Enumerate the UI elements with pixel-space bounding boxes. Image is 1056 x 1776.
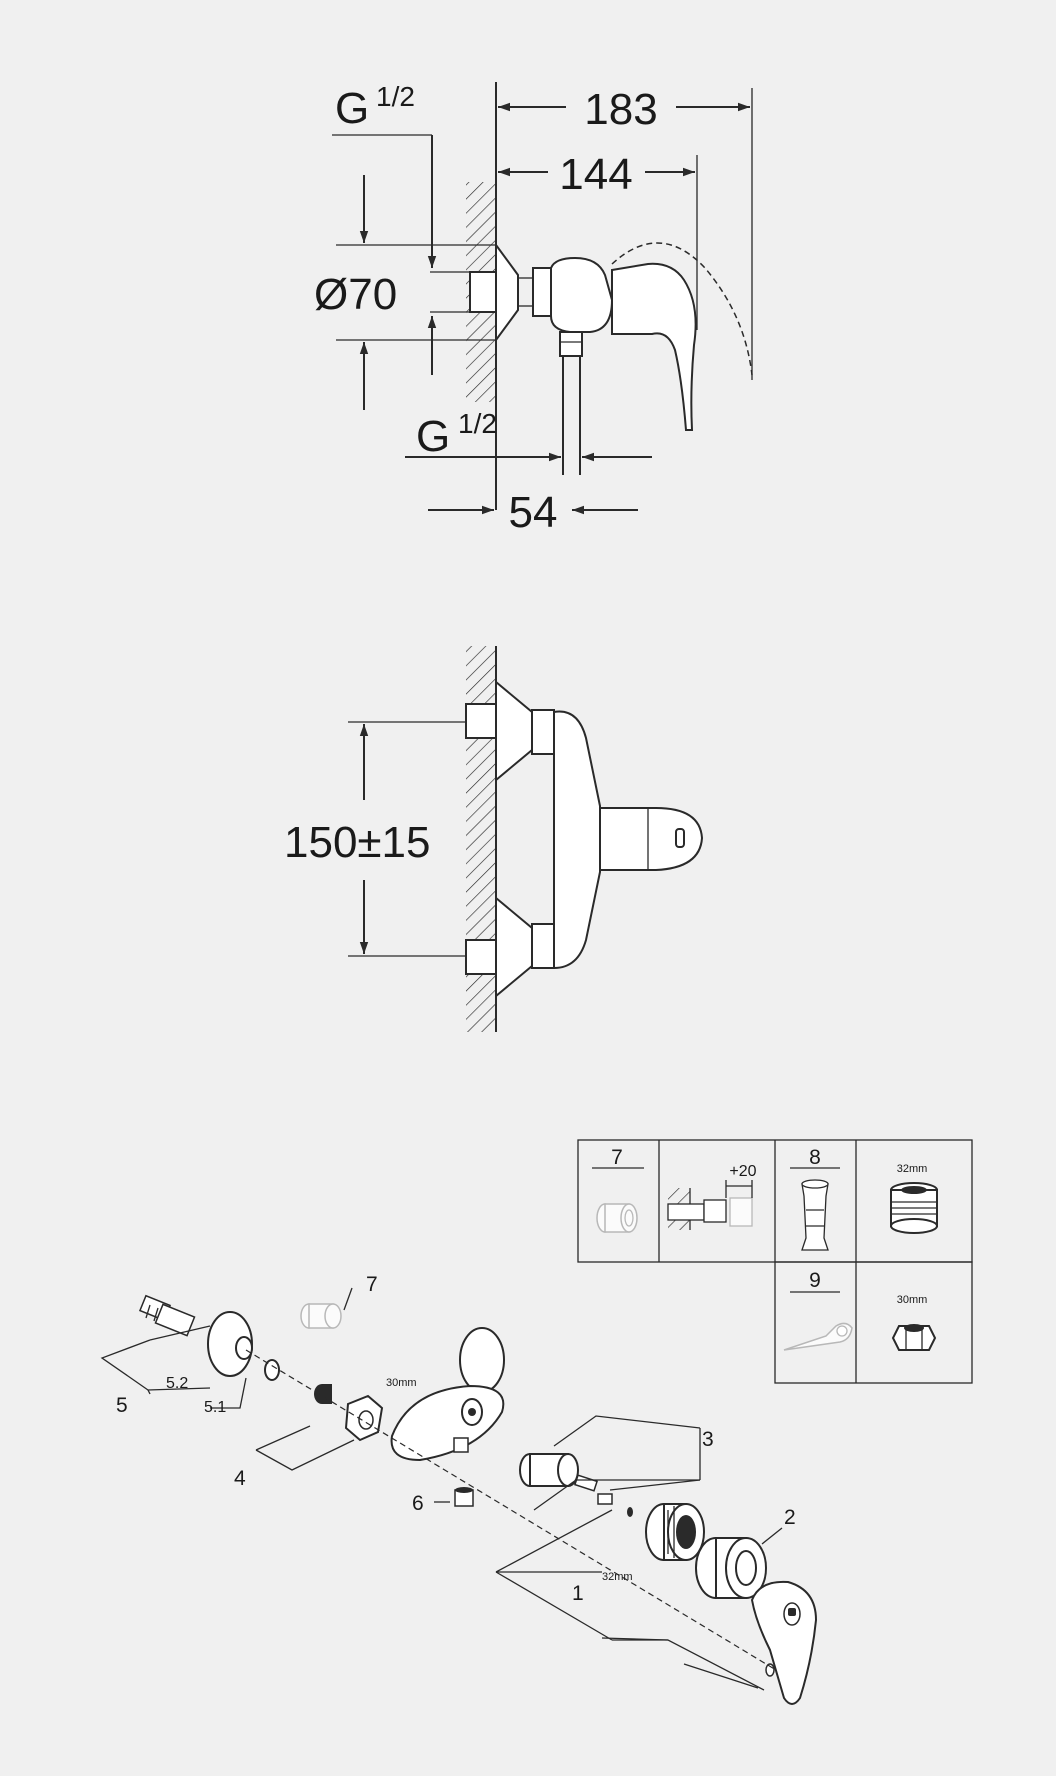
lever-exploded (750, 1580, 818, 1705)
mixer-body-exploded (390, 1327, 505, 1462)
dim-flange-diameter: Ø70 (314, 270, 397, 319)
part-label-4: 4 (234, 1467, 246, 1490)
wrench-tool (783, 1322, 853, 1351)
rosette (207, 1311, 253, 1377)
thread-label-top: G (335, 84, 369, 133)
thread-fraction-outlet: 1/2 (458, 408, 497, 439)
dim-outlet-offset: 54 (509, 488, 558, 537)
ghost-part-7 (300, 1303, 342, 1329)
part-label-1: 1 (572, 1582, 584, 1605)
s-union (138, 1294, 196, 1337)
part-label-5-2: 5.2 (166, 1375, 188, 1392)
dim-body-depth: 144 (559, 150, 632, 199)
assembly-axis (245, 1349, 777, 1671)
dim-inlet-spacing: 150±15 (284, 818, 431, 867)
cell-ext-label: +20 (729, 1163, 756, 1180)
part-4 (314, 1384, 384, 1442)
cell-7-label: 7 (611, 1146, 623, 1169)
lever-handle (611, 262, 697, 431)
accessory-table: 7 +20 8 32mm 9 (577, 1139, 973, 1384)
lever-swing-path (611, 242, 753, 376)
extension-piece (801, 1183, 829, 1251)
inlet-stub (469, 271, 497, 313)
cell-32-label: 32mm (897, 1163, 928, 1175)
part-6 (454, 1487, 474, 1507)
thread-label-outlet: G (416, 412, 450, 461)
part-label-5: 5 (116, 1394, 128, 1417)
part-label-3: 3 (702, 1428, 714, 1451)
wrench-label-30: 30mm (386, 1377, 417, 1389)
dim-overall-depth: 183 (584, 85, 657, 134)
cap (695, 1537, 767, 1599)
part-label-2: 2 (784, 1506, 796, 1529)
mixer-body (550, 256, 614, 333)
front-view: 150±15 (284, 646, 704, 1032)
cell-30-label: 30mm (897, 1294, 928, 1306)
part-label-5-1: 5.1 (204, 1399, 226, 1416)
part-label-7: 7 (366, 1273, 378, 1296)
side-view: 183 144 G 1/2 Ø70 G 1/2 54 (314, 81, 753, 537)
union-nut (532, 267, 552, 317)
part-label-6: 6 (412, 1492, 424, 1515)
cell-9-label: 9 (809, 1269, 821, 1292)
outlet-connector (559, 331, 583, 357)
exploded-view: 7 5 5.2 5.1 30mm 4 6 3 2 32mm 1 (100, 1273, 818, 1705)
cartridge-nut (645, 1503, 705, 1561)
washer (264, 1359, 280, 1381)
cartridge (519, 1453, 633, 1517)
cell-8-label: 8 (809, 1146, 821, 1169)
mixer-body-front (553, 710, 601, 970)
thread-fraction-top: 1/2 (376, 81, 415, 112)
wall-flange (495, 241, 519, 344)
wrench-label-32: 32mm (602, 1571, 633, 1583)
handle-front (599, 807, 704, 871)
